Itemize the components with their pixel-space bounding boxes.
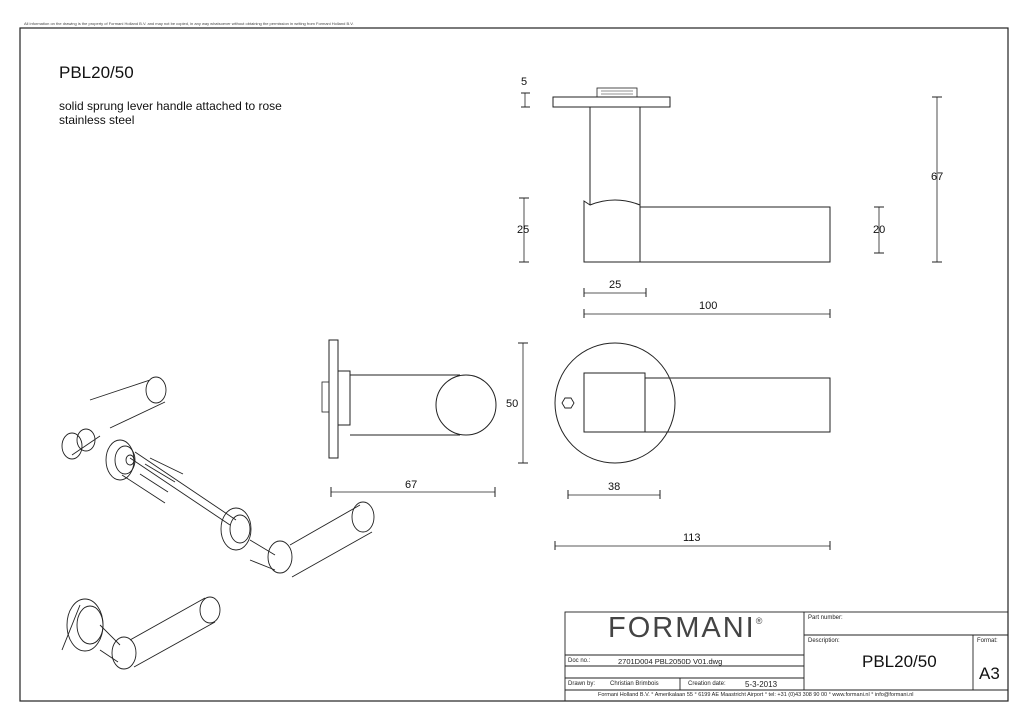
- side-view-lever-end: [435, 374, 497, 436]
- dim-rose-diameter: 50: [506, 398, 519, 410]
- dim-lever-length: 100: [699, 300, 718, 312]
- drawn-by-label: Drawn by:: [568, 681, 596, 687]
- description-value: PBL20/50: [862, 652, 937, 671]
- description-label: Description:: [808, 638, 840, 644]
- company-footer: Formani Holland B.V. ° Amerikalaan 55 ° …: [598, 692, 914, 698]
- top-view: [519, 87, 942, 318]
- dim-rose-thickness: 5: [521, 76, 528, 88]
- doc-no-value: 2701D004 PBL2050D V01.dwg: [618, 657, 723, 666]
- front-view-lever: [644, 377, 831, 433]
- title-block: [564, 611, 1009, 702]
- dim-offset: 38: [608, 481, 621, 493]
- creation-date-label: Creation date:: [688, 681, 726, 687]
- format-label: Format:: [977, 638, 998, 644]
- sheet-border: [19, 27, 1009, 702]
- drawn-by-value: Christian Brimbois: [610, 681, 659, 687]
- property-disclaimer: All information on the drawing is the pr…: [24, 21, 354, 26]
- top-view-lever: [639, 206, 831, 263]
- description-line-1: solid sprung lever handle attached to ro…: [59, 99, 282, 113]
- part-number-label: Part number:: [808, 615, 843, 621]
- dim-height: 67: [931, 171, 944, 183]
- drawing-title: PBL20/50: [59, 63, 134, 82]
- dim-lever-height: 20: [873, 224, 886, 236]
- front-view: [518, 342, 831, 550]
- top-view-rose-plate: [552, 96, 671, 108]
- dim-side-length: 67: [405, 479, 418, 491]
- doc-no-label: Doc no.:: [568, 658, 591, 664]
- isometric-exploded-view: [61, 376, 375, 670]
- dim-total-length: 113: [683, 532, 701, 544]
- formani-logo: FORMANI®: [608, 612, 763, 644]
- description-line-2: stainless steel: [59, 113, 135, 127]
- dim-neck-width: 25: [609, 279, 622, 291]
- front-view-rose: [554, 342, 676, 464]
- side-view: [321, 339, 497, 497]
- format-value: A3: [979, 664, 1000, 683]
- creation-date-value: 5-3-2013: [745, 680, 778, 689]
- dim-rose-length: 25: [517, 224, 530, 236]
